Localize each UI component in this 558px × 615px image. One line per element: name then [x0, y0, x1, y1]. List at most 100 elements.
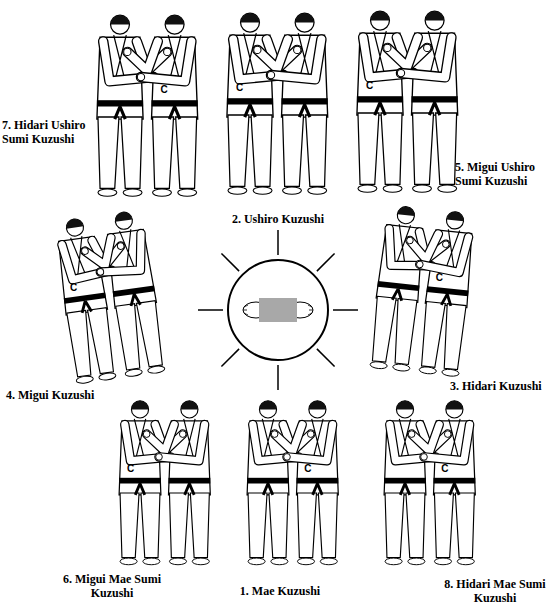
hand [164, 48, 171, 55]
foot [413, 185, 432, 192]
sleeve [141, 41, 191, 81]
right-leg [381, 113, 402, 184]
circle-outline [228, 260, 328, 360]
judoka-pair [97, 15, 198, 196]
jacket-mark: C [366, 80, 373, 91]
sleeve-outline [412, 425, 440, 452]
foot [370, 361, 388, 369]
belt-tails [313, 484, 323, 495]
belt-tails [450, 484, 460, 495]
hand [307, 431, 314, 438]
sleeve [412, 425, 440, 452]
left-leg [98, 117, 119, 188]
sleeve [127, 41, 157, 70]
belt-tails [135, 484, 145, 495]
hand [81, 247, 89, 255]
hair [165, 15, 184, 24]
left-leg [371, 296, 397, 362]
right-leg [136, 301, 164, 368]
head [241, 13, 260, 32]
jacket-mark: C [304, 463, 311, 474]
head [371, 11, 390, 30]
right-leg [251, 115, 272, 186]
hand [179, 431, 186, 438]
black-belt [357, 96, 403, 102]
foot [76, 375, 94, 384]
left-leg [283, 115, 304, 186]
hair [309, 401, 326, 410]
head [446, 401, 463, 418]
hair [295, 13, 314, 22]
left-leg [153, 117, 174, 188]
hand [254, 46, 261, 53]
hand [444, 431, 451, 438]
left-leg [358, 113, 379, 184]
judoka-pair [369, 205, 477, 378]
technique-caption: 4. Migui Kuzushi [6, 388, 116, 402]
sleeve [159, 425, 205, 461]
sleeve [387, 37, 417, 66]
judoka-pair [119, 401, 210, 565]
foot [228, 187, 247, 194]
sleeve [257, 39, 287, 68]
sleeve-outline [141, 41, 191, 81]
black-belt [227, 98, 273, 104]
hand [384, 44, 391, 51]
grey-patch [259, 298, 297, 322]
foot [153, 189, 172, 196]
foot [147, 365, 165, 374]
belt-tails [245, 104, 256, 117]
judoka-pair [247, 401, 338, 565]
foot [98, 372, 116, 381]
sleeve [419, 232, 468, 273]
left-leg [297, 493, 316, 558]
foot [192, 558, 209, 565]
direction-ray [198, 309, 223, 311]
sleeve-outline [159, 425, 205, 461]
hand [267, 71, 274, 78]
foot [434, 558, 451, 565]
technique-caption: 8. Hidari Mae Sumi Kuzushi [440, 577, 550, 605]
foot [120, 558, 137, 565]
belt-tails [299, 104, 310, 117]
belt-tails [169, 106, 180, 119]
head [165, 15, 184, 34]
black-belt [384, 478, 426, 484]
head [396, 401, 413, 418]
judoka-pair [357, 11, 458, 192]
hand [137, 73, 144, 80]
black-belt [119, 478, 161, 484]
direction-ray [317, 349, 335, 367]
toe-lines [243, 305, 248, 315]
hand [406, 237, 413, 244]
direction-ray [333, 309, 358, 311]
right-leg [176, 117, 197, 188]
sleeve-outline [84, 238, 115, 268]
technique-caption: 5. Migui Ushiro Sumi Kuzushi [455, 160, 553, 188]
left-leg [420, 301, 446, 367]
jacket-mark: C [160, 84, 167, 95]
belt-tails [400, 484, 410, 495]
technique-caption: 3. Hidari Kuzushi [450, 379, 554, 393]
hand [97, 268, 105, 276]
hand [284, 454, 291, 461]
belt-tails [429, 102, 440, 115]
right-leg [88, 308, 116, 375]
hand [143, 431, 150, 438]
foot [169, 558, 186, 565]
head [181, 401, 198, 418]
head [111, 15, 130, 34]
right-leg [121, 117, 142, 188]
right-leg [406, 493, 425, 558]
hand [124, 48, 131, 55]
hand [271, 431, 278, 438]
right-leg [391, 298, 417, 364]
sleeve-outline [401, 37, 451, 77]
hand [397, 69, 404, 76]
hair [65, 218, 83, 229]
foot [248, 558, 265, 565]
sleeve-outline [419, 232, 468, 273]
jacket-mark: C [127, 463, 134, 474]
right-leg [269, 493, 288, 558]
